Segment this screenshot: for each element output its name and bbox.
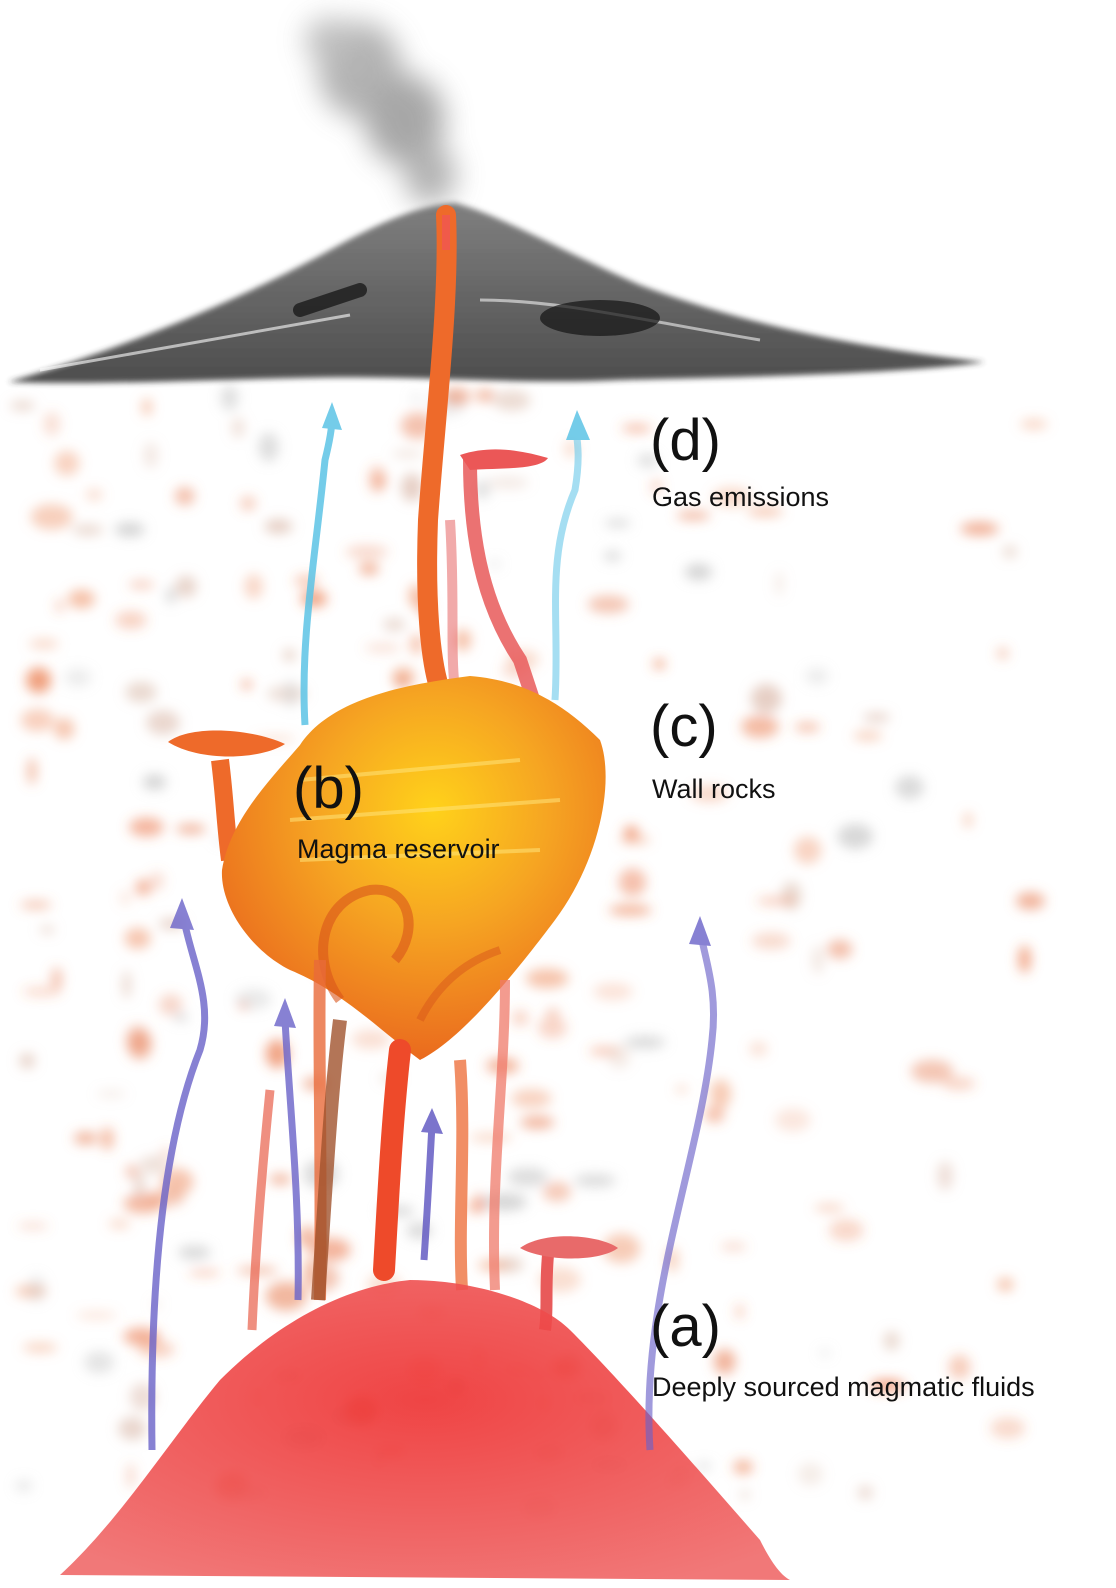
- fluid-arrow-4-head: [689, 916, 711, 946]
- volcano-cone: [8, 203, 985, 383]
- label-b-letter: (b): [293, 760, 364, 818]
- fluid-arrow-1-head: [170, 898, 194, 930]
- label-d-letter: (d): [650, 412, 721, 470]
- fluid-arrow-3: [424, 1125, 432, 1260]
- label-a-letter: (a): [650, 1298, 721, 1356]
- gas-arrow-1-head: [322, 402, 342, 430]
- label-c-letter: (c): [650, 698, 718, 756]
- fluid-arrow-3-head: [421, 1108, 443, 1134]
- upper-dike: [450, 449, 548, 715]
- fluid-arrow-2-head: [274, 998, 296, 1028]
- magma-reservoir: [222, 676, 606, 1060]
- label-d-text: Gas emissions: [652, 484, 829, 511]
- gas-arrow-2-head: [566, 410, 590, 440]
- smoke-plume: [305, 18, 456, 205]
- label-a-text: Deeply sourced magmatic fluids: [652, 1374, 1035, 1401]
- gas-arrow-1: [304, 418, 332, 725]
- fluid-arrow-2: [285, 1020, 298, 1300]
- label-b-text: Magma reservoir: [297, 836, 500, 863]
- gas-arrow-2: [555, 430, 578, 700]
- label-c-text: Wall rocks: [652, 776, 776, 803]
